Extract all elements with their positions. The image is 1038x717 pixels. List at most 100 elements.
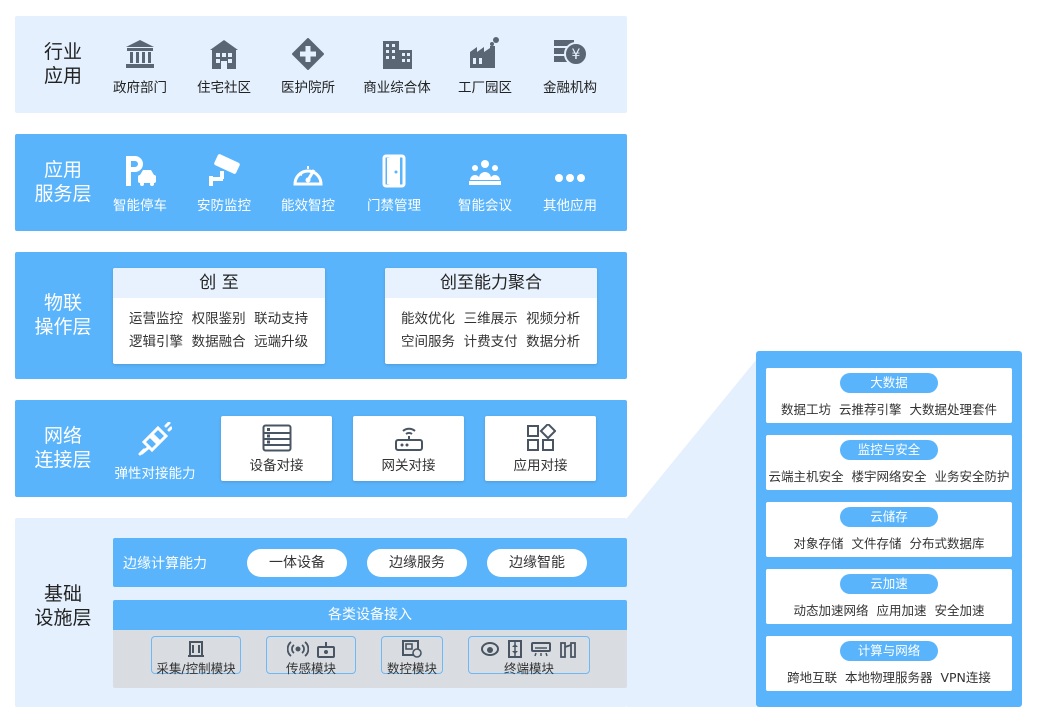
- device-list-icon: [221, 424, 332, 454]
- service-label: 能效智控: [281, 198, 335, 214]
- edge-pill[interactable]: 一体设备: [247, 549, 347, 577]
- module-collect-control[interactable]: 采集/控制模块: [151, 636, 241, 676]
- service-item-security[interactable]: 安防监控: [182, 150, 266, 214]
- door-icon: [352, 150, 436, 188]
- module-sensor[interactable]: 传感模块: [266, 636, 356, 676]
- cloud-desc: 动态加速网络 应用加速 安全加速: [793, 603, 985, 618]
- cloud-tag: 计算与网络: [840, 641, 938, 661]
- cloud-desc: 数据工坊 云推荐引擎 大数据处理套件: [781, 402, 997, 417]
- cloud-card-security[interactable]: 监控与安全 云端主机安全 楼宇网络安全 业务安全防护: [766, 435, 1012, 490]
- iot-card-row: 能效优化 三维展示 视频分析: [401, 311, 581, 327]
- gauge-icon: [266, 150, 350, 188]
- cloud-card-compute-network[interactable]: 计算与网络 跨地互联 本地物理服务器 VPN连接: [766, 636, 1012, 691]
- industry-label: 商业综合体: [363, 80, 431, 96]
- industry-item-residential[interactable]: 住宅社区: [182, 32, 266, 96]
- cnc-controller-icon: [402, 640, 422, 658]
- module-label: 采集/控制模块: [156, 661, 236, 676]
- more-dots-icon: [528, 150, 612, 188]
- industry-label: 金融机构: [543, 80, 597, 96]
- industry-label: 政府部门: [113, 80, 167, 96]
- network-card-app[interactable]: 应用对接: [485, 416, 596, 481]
- iot-layer: 物联 操作层 创 至 运营监控 权限鉴别 联动支持 逻辑引擎 数据融合 远端升级…: [15, 252, 627, 379]
- industry-label: 住宅社区: [197, 80, 251, 96]
- network-card-gateway[interactable]: 网关对接: [353, 416, 464, 481]
- residential-building-icon: [182, 32, 266, 70]
- gate-turnstile-icon: [559, 640, 577, 658]
- service-item-meeting[interactable]: 智能会议: [443, 150, 527, 214]
- plug-link-icon: [110, 418, 200, 456]
- iot-card-row: 运营监控 权限鉴别 联动支持: [129, 311, 309, 327]
- edge-computing-bar: 边缘计算能力 一体设备 边缘服务 边缘智能: [113, 538, 627, 587]
- service-item-parking[interactable]: 智能停车: [98, 150, 182, 214]
- cloud-desc: 跨地互联 本地物理服务器 VPN连接: [787, 670, 991, 685]
- service-title: 应用 服务层: [34, 159, 92, 205]
- iot-card-chuangzhi[interactable]: 创 至 运营监控 权限鉴别 联动支持 逻辑引擎 数据融合 远端升级: [113, 268, 325, 364]
- iot-card-row: 逻辑引擎 数据融合 远端升级: [129, 334, 309, 350]
- cloud-tag: 云加速: [840, 574, 938, 594]
- cloud-tag: 云储存: [840, 507, 938, 527]
- device-access-panel: 各类设备接入 采集/控制模块 传感模块 数控模块 终端模块: [113, 600, 627, 688]
- service-layer: 应用 服务层 智能停车 安防监控 能效智控 门禁管理 智能会议 其他应用: [15, 134, 627, 231]
- network-card-device[interactable]: 设备对接: [221, 416, 332, 481]
- iot-card-row: 空间服务 计费支付 数据分析: [401, 334, 581, 350]
- module-label: 传感模块: [285, 661, 336, 676]
- network-title: 网络 连接层: [34, 425, 92, 471]
- parking-icon: [98, 150, 182, 188]
- service-item-access[interactable]: 门禁管理: [352, 150, 436, 214]
- service-label: 智能停车: [113, 198, 167, 214]
- cloud-card-storage[interactable]: 云储存 对象存储 文件存储 分布式数据库: [766, 502, 1012, 557]
- iot-card-aggregation[interactable]: 创至能力聚合 能效优化 三维展示 视频分析 空间服务 计费支付 数据分析: [385, 268, 597, 364]
- module-label: 数控模块: [386, 661, 437, 676]
- network-card-label: 网关对接: [381, 458, 436, 474]
- service-item-energy[interactable]: 能效智控: [266, 150, 350, 214]
- cloud-desc: 云端主机安全 楼宇网络安全 业务安全防护: [768, 469, 1010, 484]
- edge-pill[interactable]: 边缘智能: [487, 549, 587, 577]
- service-label: 安防监控: [197, 198, 251, 214]
- meeting-people-icon: [443, 150, 527, 188]
- module-numeric-control[interactable]: 数控模块: [381, 636, 443, 676]
- module-label: 终端模块: [503, 661, 554, 676]
- collector-device-icon: [187, 640, 205, 658]
- device-access-title: 各类设备接入: [113, 600, 627, 630]
- service-label: 智能会议: [458, 198, 512, 214]
- medical-cross-icon: [266, 32, 350, 70]
- cloud-tag: 监控与安全: [840, 440, 938, 460]
- industry-label: 医护院所: [281, 80, 335, 96]
- iot-card-title: 创至能力聚合: [385, 268, 597, 298]
- cloud-panel: 大数据 数据工坊 云推荐引擎 大数据处理套件 监控与安全 云端主机安全 楼宇网络…: [756, 351, 1022, 707]
- service-item-other[interactable]: 其他应用: [528, 150, 612, 214]
- app-grid-icon: [485, 422, 596, 454]
- edge-pill[interactable]: 边缘服务: [367, 549, 467, 577]
- industry-layer: 行业 应用 政府部门 住宅社区 医护院所 商业综合体 工厂园区 ¥ 金融机构: [15, 16, 627, 113]
- infra-title: 基础 设施层: [34, 583, 92, 629]
- module-terminal[interactable]: 终端模块: [468, 636, 590, 676]
- network-elastic[interactable]: 弹性对接能力: [110, 418, 200, 482]
- camera-dome-icon: [481, 640, 499, 658]
- office-buildings-icon: [352, 32, 442, 70]
- cloud-desc: 对象存储 文件存储 分布式数据库: [793, 536, 985, 551]
- iot-title: 物联 操作层: [34, 292, 92, 338]
- network-card-label: 应用对接: [513, 458, 568, 474]
- industry-item-gov[interactable]: 政府部门: [98, 32, 182, 96]
- industry-item-commercial[interactable]: 商业综合体: [352, 32, 442, 96]
- sensor-box-icon: [317, 640, 335, 658]
- industry-label: 工厂园区: [458, 80, 512, 96]
- network-elastic-label: 弹性对接能力: [114, 466, 196, 482]
- iot-card-body: 能效优化 三维展示 视频分析 空间服务 计费支付 数据分析: [385, 298, 597, 354]
- iot-card-title: 创 至: [113, 268, 325, 298]
- cloud-tag: 大数据: [840, 373, 938, 393]
- svg-text:¥: ¥: [572, 47, 581, 63]
- industry-item-factory[interactable]: 工厂园区: [443, 32, 527, 96]
- router-wifi-icon: [353, 424, 464, 454]
- wireless-sensor-icon: [286, 640, 310, 658]
- government-building-icon: [98, 32, 182, 70]
- industry-item-medical[interactable]: 医护院所: [266, 32, 350, 96]
- service-label: 其他应用: [543, 198, 597, 214]
- factory-icon: [443, 32, 527, 70]
- cloud-card-acceleration[interactable]: 云加速 动态加速网络 应用加速 安全加速: [766, 569, 1012, 624]
- service-label: 门禁管理: [367, 198, 421, 214]
- industry-item-finance[interactable]: ¥ 金融机构: [528, 32, 612, 96]
- industry-title: 行业 应用: [43, 41, 82, 87]
- cloud-card-bigdata[interactable]: 大数据 数据工坊 云推荐引擎 大数据处理套件: [766, 368, 1012, 423]
